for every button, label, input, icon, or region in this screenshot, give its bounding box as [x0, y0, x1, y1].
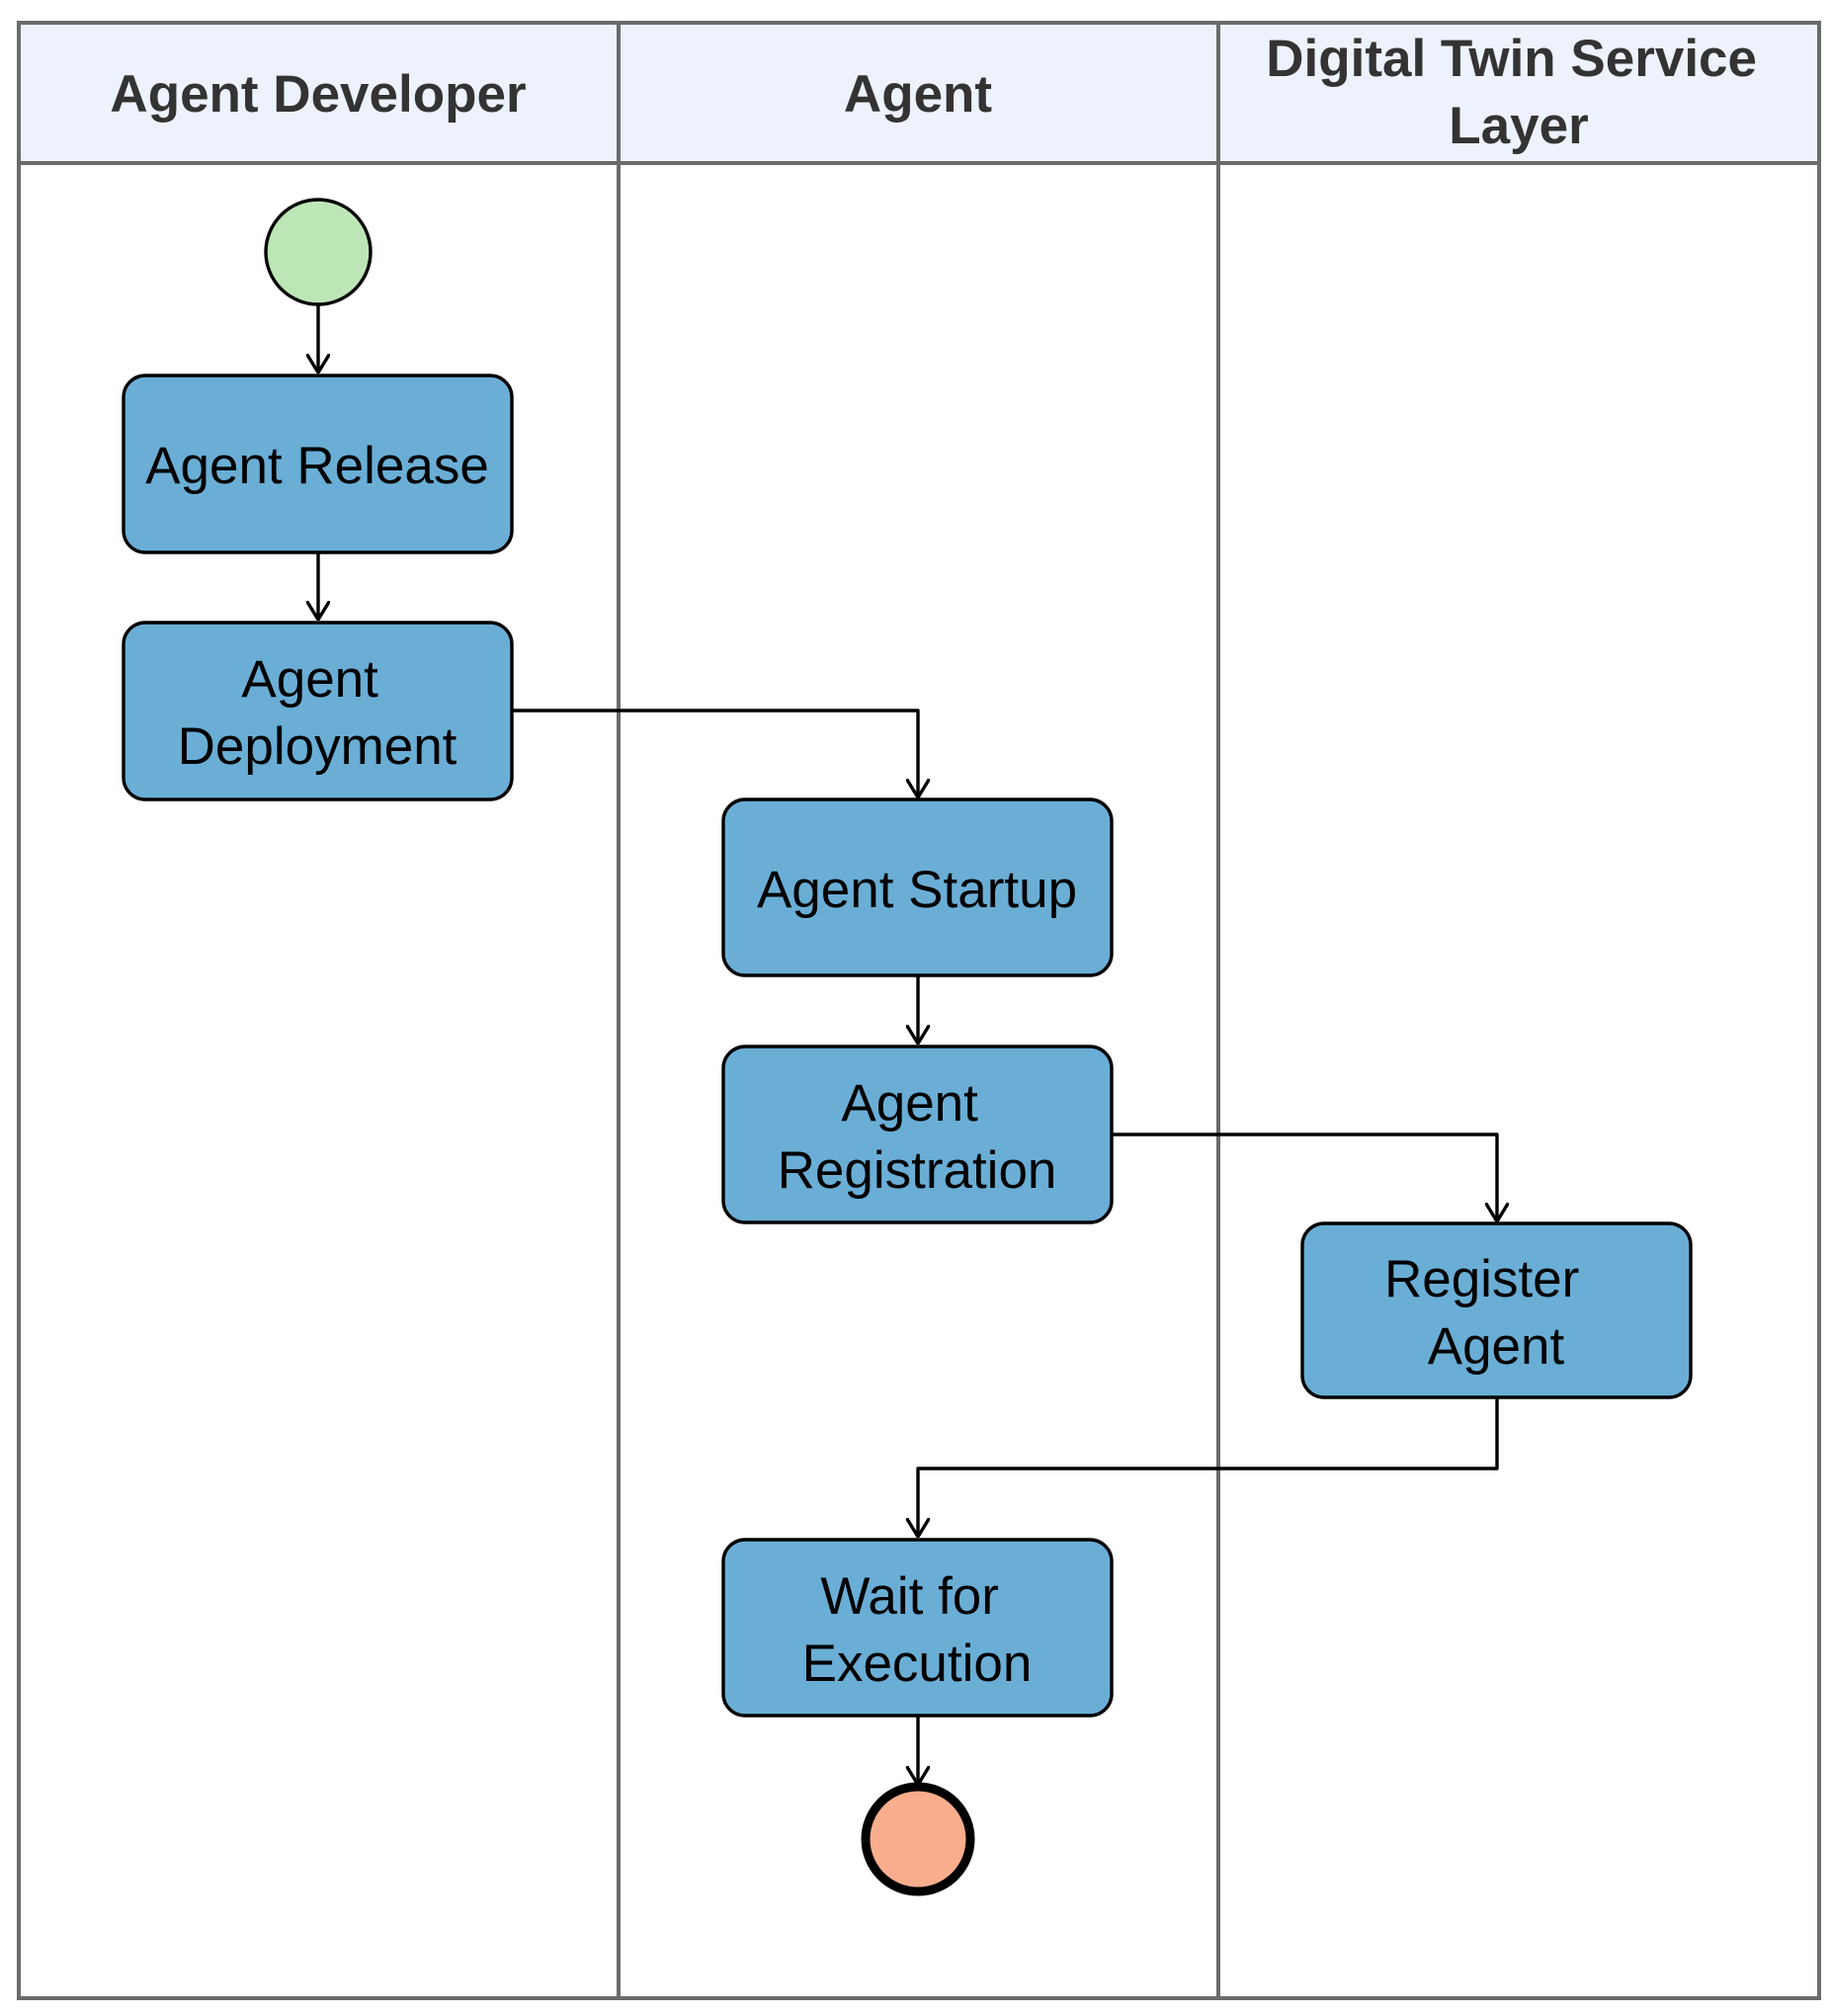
activity-agent-release: Agent Release [122, 374, 514, 554]
activity-label: Register Agent [1384, 1250, 1594, 1376]
lane-header-agent-developer [17, 21, 621, 165]
edge-agent-registration-to-register-agent [1112, 1133, 1497, 1221]
activity-label: Agent Release [145, 437, 489, 495]
activity-label-line-2: Deployment [178, 717, 458, 776]
activity-agent-startup: Agent Startup [721, 798, 1114, 977]
activity-label: Agent Deployment [178, 650, 458, 776]
activity-label-line-1: Register [1384, 1250, 1579, 1308]
activity-label: Agent Registration [778, 1074, 1057, 1200]
lane-header-digital-twin-service-layer [1216, 21, 1821, 165]
lane-title-line-1: Digital Twin Service [1266, 30, 1757, 88]
activity-label-line-2: Agent [1428, 1317, 1565, 1376]
edge-agent-deployment-to-agent-startup [512, 709, 918, 798]
activity-label-line-1: Agent [241, 650, 378, 709]
activity-label-line-2: Registration [778, 1141, 1057, 1200]
lane-title-digital-twin-service-layer: Digital Twin Service Layer [1266, 30, 1772, 155]
lane-title-agent: Agent [844, 65, 992, 124]
edges [318, 305, 1497, 1785]
activity-label: Agent Startup [757, 861, 1077, 919]
end-node [861, 1782, 975, 1896]
activity-agent-registration: Agent Registration [721, 1045, 1114, 1224]
activity-label: Wait for Execution [802, 1567, 1033, 1693]
activity-agent-deployment: Agent Deployment [122, 621, 514, 801]
activity-label-line-1: Agent [841, 1074, 978, 1133]
start-node [264, 198, 373, 306]
activity-register-agent: Register Agent [1300, 1221, 1693, 1399]
activity-label-line-2: Execution [802, 1635, 1033, 1693]
lane-body-digital-twin-service-layer [1216, 161, 1821, 2000]
activity-wait-for-execution: Wait for Execution [721, 1538, 1114, 1718]
lane-header-agent [617, 21, 1220, 165]
lane-title-agent-developer: Agent Developer [110, 65, 526, 124]
activity-label-line-1: Wait for [820, 1567, 999, 1626]
lane-title-line-2: Layer [1449, 97, 1588, 155]
edge-register-agent-to-wait-for-execution [918, 1397, 1499, 1537]
